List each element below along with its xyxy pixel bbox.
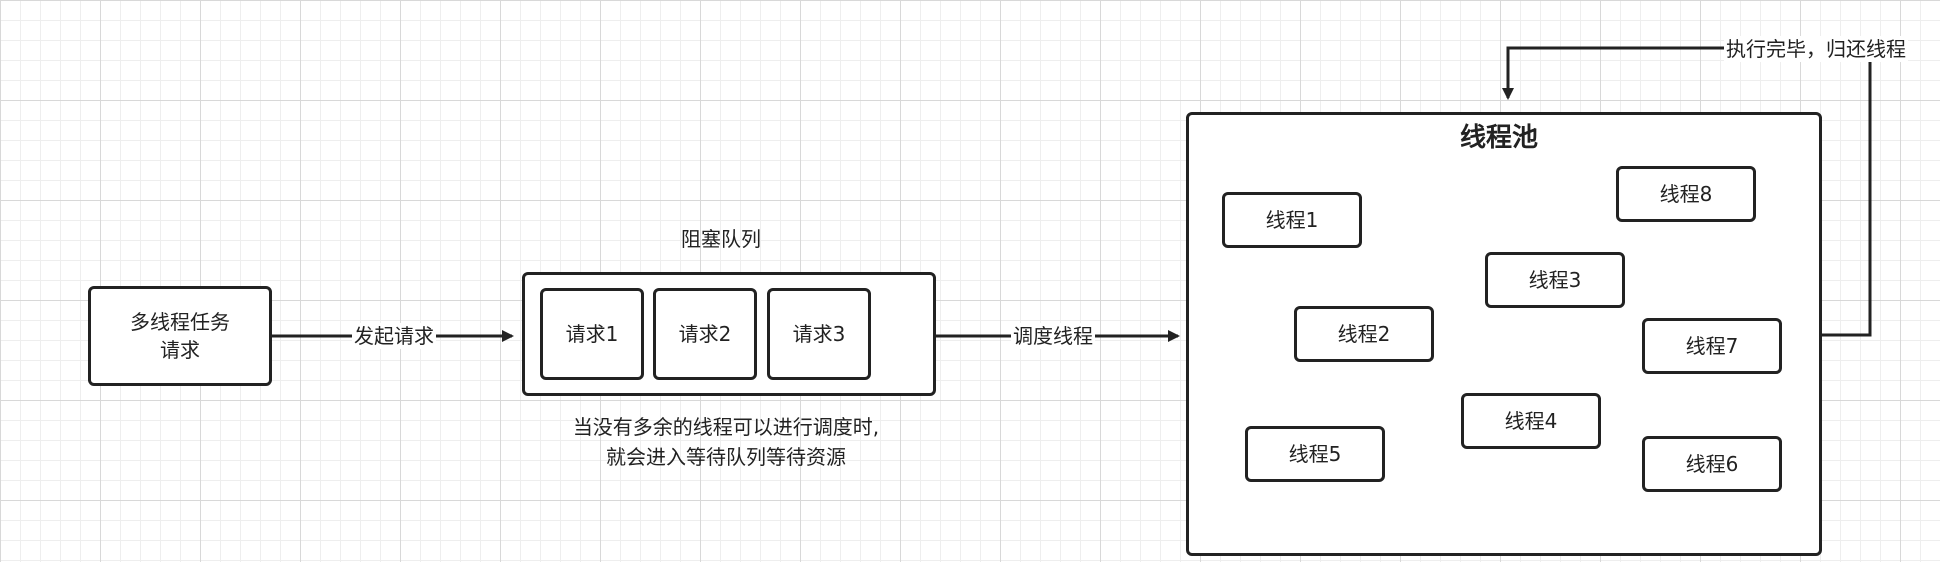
queue-note-line2: 就会进入等待队列等待资源 — [606, 445, 846, 469]
multithread-task-request-node: 多线程任务 请求 — [88, 286, 272, 386]
queue-item-request1: 请求1 — [540, 288, 644, 380]
thread-node-6: 线程6 — [1642, 436, 1782, 492]
thread-node-4: 线程4 — [1461, 393, 1601, 449]
thread-node-3: 线程3 — [1485, 252, 1625, 308]
queue-item-request3: 请求3 — [767, 288, 871, 380]
edge-submit-label: 发起请求 — [352, 323, 436, 349]
thread-node-7: 线程7 — [1642, 318, 1782, 374]
queue-note: 当没有多余的线程可以进行调度时, 就会进入等待队列等待资源 — [536, 412, 916, 472]
edge-dispatch-label: 调度线程 — [1011, 323, 1095, 349]
edge-return-label: 执行完毕，归还线程 — [1724, 36, 1908, 62]
thread-pool-title: 线程池 — [1460, 123, 1539, 153]
thread-node-5: 线程5 — [1245, 426, 1385, 482]
queue-note-line1: 当没有多余的线程可以进行调度时, — [572, 415, 880, 439]
source-node-label-line1: 多线程任务 — [130, 310, 230, 334]
thread-node-8: 线程8 — [1616, 166, 1756, 222]
queue-item-request2: 请求2 — [653, 288, 757, 380]
source-node-label-line2: 请求 — [160, 338, 200, 362]
thread-node-1: 线程1 — [1222, 192, 1362, 248]
thread-node-2: 线程2 — [1294, 306, 1434, 362]
blocking-queue-title: 阻塞队列 — [681, 227, 761, 251]
